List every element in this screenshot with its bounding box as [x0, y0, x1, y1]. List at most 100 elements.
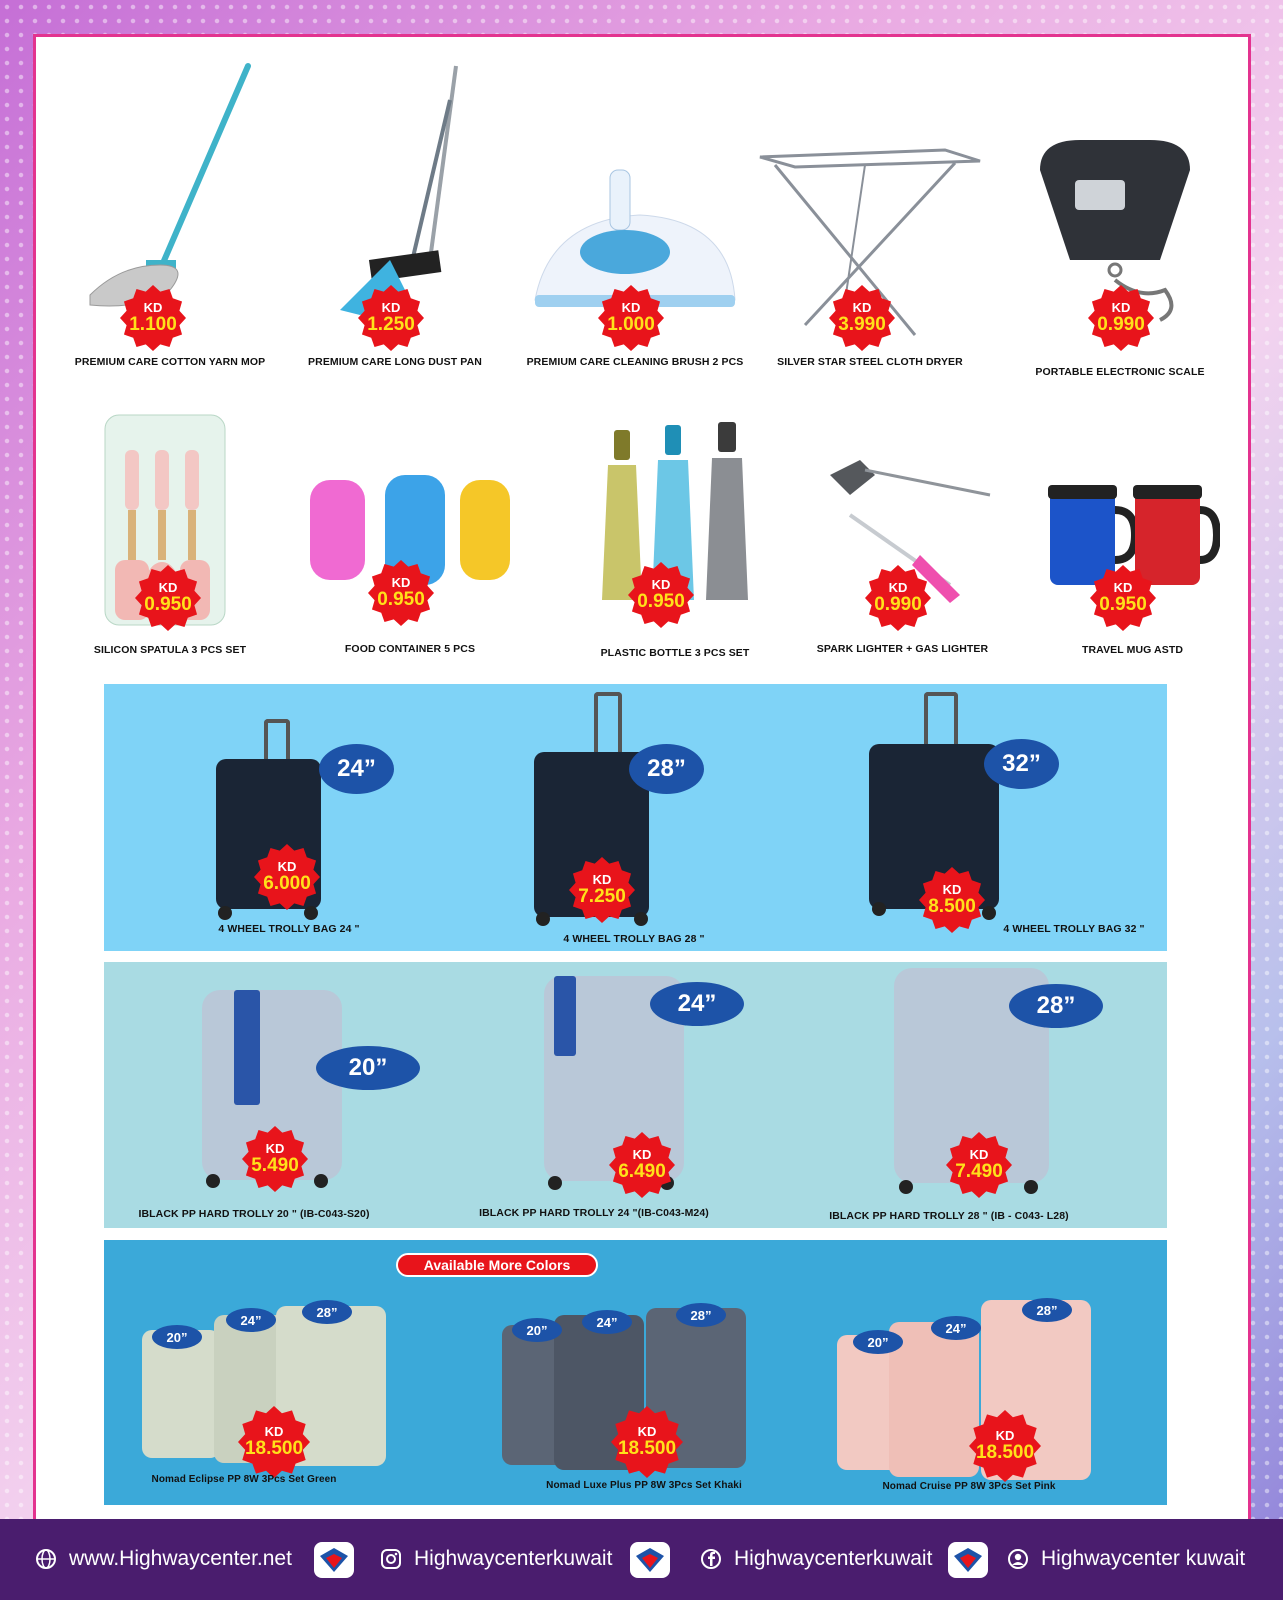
price-value: 0.990 [1097, 313, 1145, 335]
currency-label: KD [632, 1146, 652, 1162]
price-value: 7.250 [578, 885, 626, 907]
website-text: www.Highwaycenter.net [69, 1547, 292, 1570]
product-trolley-24[interactable]: 24” KD 6.000 4 WHEEL TROLLY BAG 24 " [204, 684, 464, 944]
currency-label: KD [391, 574, 411, 590]
account-link[interactable]: Highwaycenter kuwait [1007, 1547, 1245, 1571]
product-name: PLASTIC BOTTLE 3 PCS SET [600, 647, 750, 659]
globe-icon [35, 1548, 57, 1570]
product-name: IBLACK PP HARD TROLLY 24 "(IB-C043-M24) [479, 1207, 709, 1219]
instagram-icon [380, 1548, 402, 1570]
price-value: 5.490 [251, 1154, 299, 1176]
soft-trolley-band: 24” KD 6.000 4 WHEEL TROLLY BAG 24 " 28”… [104, 684, 1167, 951]
price-value: 7.490 [955, 1160, 1003, 1182]
trolley-wheel [634, 912, 648, 926]
instagram-link[interactable]: Highwaycenterkuwait [380, 1547, 612, 1571]
price-value: 0.950 [1099, 593, 1147, 615]
price-value: 1.000 [607, 313, 655, 335]
product-trolley-32[interactable]: 32” KD 8.500 4 WHEEL TROLLY BAG 32 " [864, 684, 1164, 951]
trolley-wheel [872, 902, 886, 916]
size-label: 28” [302, 1300, 352, 1324]
product-name: PORTABLE ELECTRONIC SCALE [1035, 366, 1205, 378]
price-value: 0.950 [144, 593, 192, 615]
size-label: 24” [650, 982, 744, 1026]
trolley-handle [264, 719, 290, 759]
product-food-container[interactable]: KD 0.950 FOOD CONTAINER 5 PCS [300, 470, 520, 660]
account-text: Highwaycenter kuwait [1041, 1547, 1246, 1570]
product-hard-trolley-24[interactable]: 24” KD 6.490 IBLACK PP HARD TROLLY 24 "(… [464, 962, 794, 1228]
trolley-tag [234, 990, 260, 1105]
product-electronic-scale[interactable]: KD 0.990 PORTABLE ELECTRONIC SCALE [1010, 140, 1230, 380]
product-hard-trolley-28[interactable]: 28” KD 7.490 IBLACK PP HARD TROLLY 28 " … [824, 962, 1164, 1228]
food-container-icon [310, 475, 510, 585]
available-colors-banner: Available More Colors [396, 1253, 598, 1277]
trolley-tag [554, 976, 576, 1056]
hard-trolley-band: 20” KD 5.490 IBLACK PP HARD TROLLY 20 " … [104, 962, 1167, 1228]
price-value: 1.100 [129, 313, 177, 335]
product-name: PREMIUM CARE CLEANING BRUSH 2 PCS [526, 356, 744, 368]
currency-label: KD [637, 1423, 657, 1439]
product-cleaning-brush[interactable]: KD 1.000 PREMIUM CARE CLEANING BRUSH 2 P… [527, 160, 743, 380]
price-value: 0.950 [377, 588, 425, 610]
product-hard-trolley-20[interactable]: 20” KD 5.490 IBLACK PP HARD TROLLY 20 " … [124, 962, 454, 1228]
brand-logo-icon [948, 1542, 988, 1578]
product-name: 4 WHEEL TROLLY BAG 28 " [563, 933, 705, 945]
product-dust-pan[interactable]: KD 1.250 PREMIUM CARE LONG DUST PAN [300, 60, 490, 380]
product-name: PREMIUM CARE COTTON YARN MOP [74, 356, 266, 368]
product-set-green[interactable]: 20” 24” 28” KD 18.500 Nomad Eclipse PP 8… [134, 1270, 434, 1505]
brand-logo-icon [314, 1542, 354, 1578]
currency-label: KD [1113, 579, 1133, 595]
brush-icon [534, 169, 736, 307]
facebook-icon [700, 1548, 722, 1570]
product-plastic-bottle[interactable]: KD 0.950 PLASTIC BOTTLE 3 PCS SET [570, 420, 780, 665]
dustpan-icon [340, 65, 458, 315]
size-label: 28” [1009, 984, 1103, 1028]
product-name: Nomad Eclipse PP 8W 3Pcs Set Green [151, 1474, 337, 1485]
price-value: 6.490 [618, 1160, 666, 1182]
currency-label: KD [621, 299, 641, 315]
size-label: 28” [676, 1303, 726, 1327]
currency-label: KD [277, 858, 297, 874]
currency-label: KD [942, 881, 962, 897]
facebook-link[interactable]: Highwaycenterkuwait [700, 1547, 932, 1571]
product-set-khaki[interactable]: 20” 24” 28” KD 18.500 Nomad Luxe Plus PP… [494, 1270, 794, 1505]
currency-label: KD [264, 1423, 284, 1439]
trolley-wheel [314, 1174, 328, 1188]
luggage-sets-band: Available More Colors 20” 24” 28” KD 18.… [104, 1240, 1167, 1505]
product-travel-mug[interactable]: KD 0.950 TRAVEL MUG ASTD [1040, 480, 1225, 660]
price-value: 1.250 [367, 313, 415, 335]
currency-label: KD [1111, 299, 1131, 315]
trolley-wheel [982, 906, 996, 920]
website-link[interactable]: www.Highwaycenter.net [35, 1547, 292, 1571]
product-silicon-spatula[interactable]: KD 0.950 SILICON SPATULA 3 PCS SET [80, 410, 260, 660]
product-name: IBLACK PP HARD TROLLY 28 " (IB - C043- L… [829, 1210, 1069, 1222]
trolley-wheel [536, 912, 550, 926]
price-value: 8.500 [928, 895, 976, 917]
product-name: TRAVEL MUG ASTD [1081, 644, 1184, 656]
footer-bar: www.Highwaycenter.net Highwaycenterkuwai… [0, 1519, 1283, 1600]
trolley-handle [594, 692, 622, 752]
mug-icon [1048, 485, 1220, 585]
size-label: 32” [984, 739, 1059, 789]
currency-label: KD [592, 871, 612, 887]
brand-logo-icon [630, 1542, 670, 1578]
size-label: 28” [629, 744, 704, 794]
currency-label: KD [995, 1427, 1015, 1443]
facebook-text: Highwaycenterkuwait [734, 1547, 933, 1570]
bottle-icon [602, 422, 748, 600]
product-cloth-dryer[interactable]: KD 3.990 SILVER STAR STEEL CLOTH DRYER [755, 145, 985, 380]
product-name: SPARK LIGHTER + GAS LIGHTER [816, 643, 989, 655]
product-name: SILVER STAR STEEL CLOTH DRYER [777, 356, 963, 368]
product-set-pink[interactable]: 20” 24” 28” KD 18.500 Nomad Cruise PP 8W… [829, 1260, 1129, 1505]
product-spark-lighter[interactable]: KD 0.990 SPARK LIGHTER + GAS LIGHTER [810, 455, 995, 660]
size-label: 20” [512, 1318, 562, 1342]
product-mop[interactable]: KD 1.100 PREMIUM CARE COTTON YARN MOP [70, 60, 270, 380]
product-name: FOOD CONTAINER 5 PCS [344, 643, 476, 655]
size-label: 20” [316, 1046, 420, 1090]
trolley-wheel [899, 1180, 913, 1194]
product-name: IBLACK PP HARD TROLLY 20 " (IB-C043-S20) [138, 1208, 370, 1220]
user-icon [1007, 1548, 1029, 1570]
product-trolley-28[interactable]: 28” KD 7.250 4 WHEEL TROLLY BAG 28 " [524, 684, 814, 951]
scale-icon [1040, 140, 1190, 322]
product-name: 4 WHEEL TROLLY BAG 24 " [218, 923, 360, 935]
price-value: 18.500 [617, 1437, 677, 1459]
